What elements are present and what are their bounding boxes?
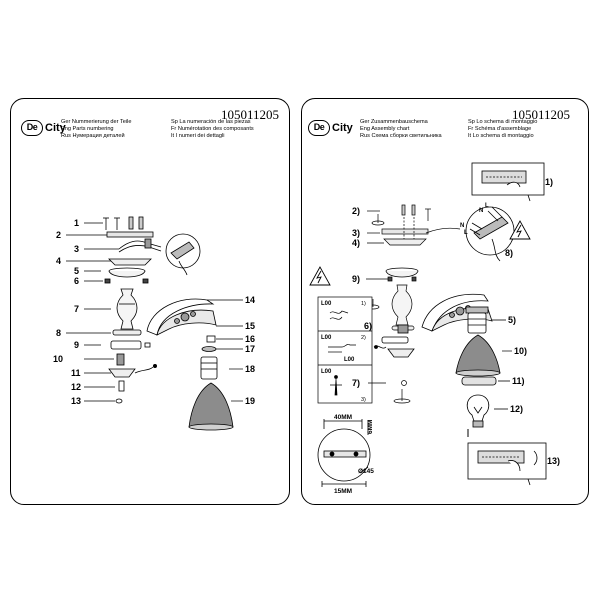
part-label: 14 [245, 295, 255, 305]
part-label: 1 [74, 218, 79, 228]
step-label: 11) [512, 376, 525, 386]
step-label: 9) [352, 274, 360, 284]
logo-text: City [332, 122, 353, 134]
part-label: 2 [56, 230, 61, 240]
step-label: 10) [514, 346, 527, 356]
sleeve-part [110, 340, 142, 350]
electric-warning-icon [309, 266, 331, 286]
parts-diagram: 1 2 3 4 5 6 7 8 9 10 11 12 13 14 15 16 1… [53, 216, 255, 431]
step-label: 12) [510, 404, 523, 414]
part-label: 6 [74, 276, 79, 286]
parts-numbering-panel: De City 105011205 Ger Nummerierung der T… [10, 98, 290, 505]
step-label: 13) [547, 456, 560, 466]
wiring-sub: 3) [361, 397, 366, 403]
lang-line: Sp Lo schema di montaggio [468, 119, 538, 125]
assembly-diagram: 1) 2) 3) 4) [309, 162, 560, 495]
mounting-dimensions [317, 419, 371, 487]
column-part [116, 288, 138, 330]
lang-line: It I numeri dei dettagli [171, 133, 225, 139]
lang-line: Fr Schéma d'assemblage [468, 126, 532, 132]
part-label: 3 [74, 244, 79, 254]
column-part [391, 284, 413, 326]
language-list-2: Sp La numeración de las piezas Fr Numéro… [171, 119, 254, 140]
lang-line: Sp La numeración de las piezas [171, 119, 251, 125]
step-label: 1) [545, 177, 553, 187]
wire-letter: N [479, 208, 483, 214]
brand-logo: De City [21, 120, 66, 136]
screws-part [103, 216, 144, 230]
step-label: 2) [352, 206, 360, 216]
wiring-tag: L00 [321, 369, 332, 375]
step-label: 3) [352, 228, 360, 238]
socket-part [200, 356, 218, 380]
part-label: 12 [71, 382, 81, 392]
wire-letter: L [464, 230, 468, 236]
part-label: 15 [245, 321, 255, 331]
lang-line: Eng Parts numbering [61, 126, 114, 132]
pipe-part [118, 380, 125, 392]
logo-text: City [45, 122, 66, 134]
wiring-tag: L00 [344, 357, 355, 363]
part-label: 8 [56, 328, 61, 338]
part-label: 9 [74, 340, 79, 350]
cup-part [108, 368, 136, 378]
brand-logo: De City [308, 120, 353, 136]
part-label: 5 [74, 266, 79, 276]
decorative-arm-part [146, 298, 215, 336]
wiring-box [317, 296, 373, 404]
mounting-bar-part [106, 231, 154, 238]
logo-mark: De [21, 120, 43, 136]
dim-diameter: Ø145 [358, 468, 374, 475]
part-label: 11 [71, 368, 81, 378]
lang-line: Eng Assembly chart [360, 126, 410, 132]
electric-warning-icon [509, 220, 531, 240]
logo-mark: De [308, 120, 330, 136]
shade-part [188, 382, 234, 428]
wiring-tag: L00 [321, 301, 332, 307]
lang-line: Rus Схема сборки светильника [360, 133, 442, 139]
step-label: 7) [352, 378, 360, 388]
bulb-part [466, 394, 508, 428]
product-code: 105011205 [220, 107, 279, 122]
product-code: 105011205 [511, 107, 570, 122]
lang-line: Fr Numérotation des composants [171, 126, 254, 132]
assembly-chart-panel: De City 105011205 Ger Zusammenbauschema … [301, 98, 589, 505]
part-label: 19 [245, 396, 255, 406]
part-label: 13 [71, 396, 81, 406]
lang-line: Rus Нумерация деталей [61, 133, 125, 139]
lang-line: Ger Nummerierung der Teile [61, 119, 132, 125]
language-list-1: Ger Zusammenbauschema Eng Assembly chart… [360, 119, 442, 140]
part-label: 17 [245, 344, 255, 354]
dim-width: 40MM [334, 414, 352, 421]
lang-line: Ger Zusammenbauschema [360, 119, 428, 125]
wiring-sub: 2) [361, 335, 366, 341]
wiring-sub: 1) [361, 301, 366, 307]
language-list-2: Sp Lo schema di montaggio Fr Schéma d'as… [468, 119, 537, 140]
dim-offset: 15MM [334, 488, 352, 495]
wiring-tag: L00 [321, 335, 332, 341]
step-label: 8) [505, 248, 513, 258]
wire-letter: N [460, 223, 464, 229]
step-label: 6) [364, 321, 372, 331]
step-label: 5) [508, 315, 516, 325]
wire-letter: L [485, 203, 489, 209]
wire-part [118, 240, 162, 250]
lang-line: It Lo schema di montaggio [468, 133, 534, 139]
shade-part [455, 334, 501, 377]
part-label: 16 [245, 334, 255, 344]
part-label: 4 [56, 256, 61, 266]
dim-height: 6MM [367, 420, 374, 434]
part-label: 18 [245, 364, 255, 374]
part-label: 7 [74, 304, 79, 314]
part-label: 10 [53, 354, 63, 364]
connector-part [116, 353, 125, 366]
language-list-1: Ger Nummerierung der Teile Eng Parts num… [61, 119, 131, 140]
step-label: 4) [352, 238, 360, 248]
canopy-plate-part [108, 258, 152, 266]
